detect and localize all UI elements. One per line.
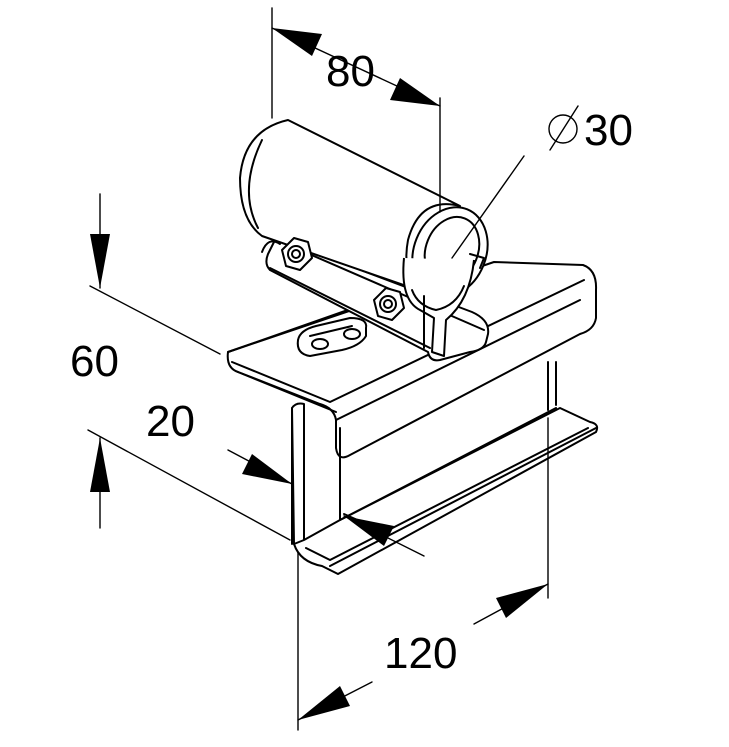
dimension-120-label: 120 <box>384 629 457 678</box>
dimension-20-label: 20 <box>146 397 195 446</box>
dimension-80 <box>271 7 441 213</box>
bolt-nut-right <box>373 287 405 321</box>
dimension-60-label: 60 <box>70 337 119 386</box>
pipe-clamp-strap <box>402 257 475 357</box>
dimension-diameter-label: 30 <box>584 106 633 155</box>
dimension-120 <box>297 417 549 731</box>
dimension-20 <box>227 449 425 557</box>
dimension-diameter <box>451 105 579 259</box>
bolt-nut-left <box>261 237 313 271</box>
dimension-60 <box>87 193 291 541</box>
dimension-80-label: 80 <box>326 47 375 96</box>
